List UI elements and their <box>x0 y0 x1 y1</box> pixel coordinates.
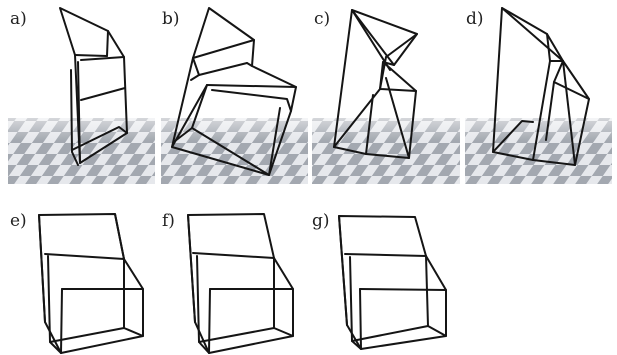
wireframe-g <box>338 215 447 350</box>
panel-label-f: f) <box>162 211 175 231</box>
panel-label-c: c) <box>314 9 330 29</box>
panel-c: c) <box>312 9 460 184</box>
wireframe-a <box>59 7 128 166</box>
panel-e: e) <box>10 211 144 354</box>
panel-label-b: b) <box>162 9 180 29</box>
panel-b: b) <box>161 7 308 184</box>
panel-label-g: g) <box>312 211 330 231</box>
wireframe-e <box>38 213 144 354</box>
wireframe-f <box>187 213 294 354</box>
panel-a: a) <box>8 7 155 184</box>
panel-label-e: e) <box>10 211 27 231</box>
panel-g: g) <box>312 211 447 350</box>
panel-d: d) <box>465 7 612 184</box>
panel-label-a: a) <box>10 9 27 29</box>
wireframe-b <box>171 7 297 176</box>
wireframe-d <box>492 7 590 166</box>
wireframe-c <box>333 9 418 159</box>
panel-f: f) <box>162 211 294 354</box>
panel-label-d: d) <box>466 9 484 29</box>
